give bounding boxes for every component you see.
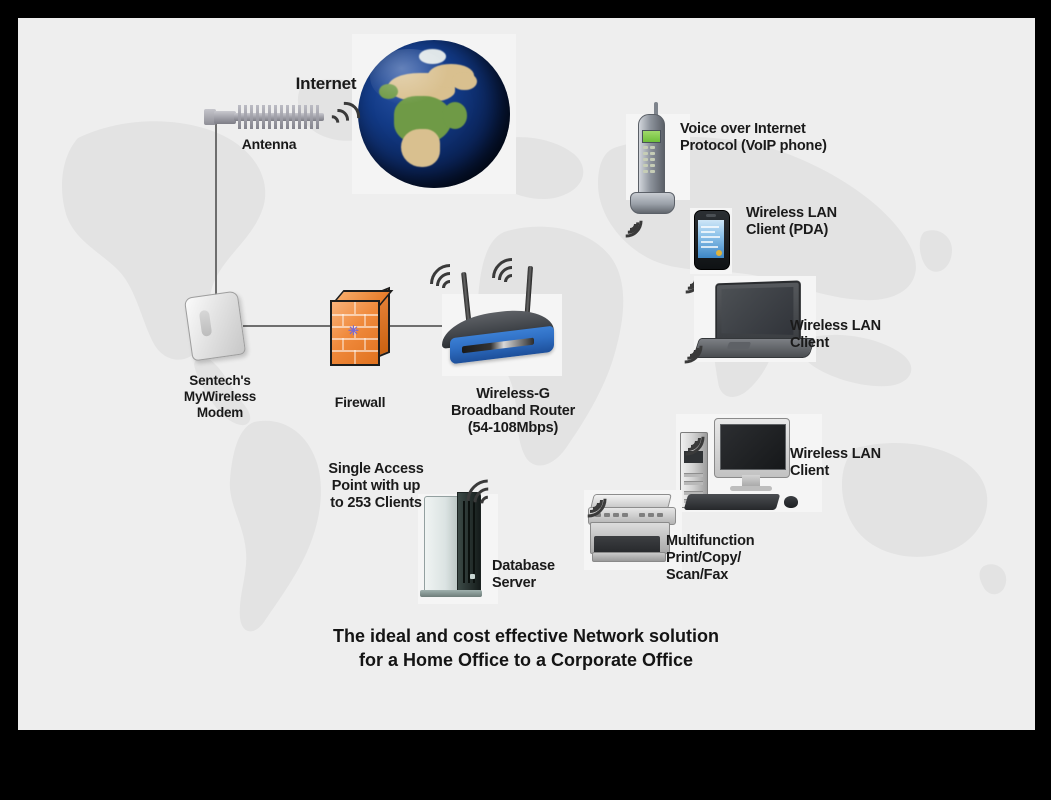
wireless-modem-icon: [183, 290, 247, 362]
firewall-star-icon: ✳: [348, 323, 359, 338]
laptop-signal-icon: [657, 318, 711, 372]
router-signal-right-icon: [483, 249, 541, 307]
diagram-canvas: Internet Antenna: [18, 18, 1035, 730]
multifunction-printer-icon: [588, 494, 680, 566]
voip-phone-icon: [630, 102, 682, 218]
label-server: Database Server: [492, 558, 555, 592]
label-pda: Wireless LAN Client (PDA): [746, 205, 837, 239]
globe-icon: [358, 40, 510, 188]
antenna-icon: [204, 100, 334, 136]
label-desktop: Wireless LAN Client: [790, 446, 881, 480]
label-router: Wireless-G Broadband Router (54-108Mbps): [450, 386, 576, 437]
printer-signal-icon: [559, 470, 615, 526]
label-antenna: Antenna: [241, 136, 297, 152]
pda-icon: [694, 210, 730, 272]
firewall-icon: ✳: [324, 286, 394, 368]
router-signal-left-icon: [421, 255, 479, 313]
database-server-icon: [420, 492, 486, 600]
diagram-caption: The ideal and cost effective Network sol…: [332, 626, 720, 671]
wire-firewall-to-router: [390, 325, 460, 327]
label-printer: Multifunction Print/Copy/ Scan/Fax: [666, 533, 755, 584]
label-modem: Sentech's MyWireless Modem: [183, 373, 257, 420]
label-access-point-note: Single Access Point with up to 253 Clien…: [328, 461, 424, 512]
antenna-signal-icon: [314, 94, 368, 148]
label-voip: Voice over Internet Protocol (VoIP phone…: [680, 121, 827, 155]
label-firewall: Firewall: [334, 394, 386, 410]
wire-modem-to-firewall: [243, 325, 346, 327]
desktop-signal-icon: [657, 408, 713, 464]
desktop-pc-icon: [680, 418, 820, 514]
label-internet: Internet: [295, 74, 357, 93]
voip-signal-icon: [600, 195, 650, 245]
wire-antenna-to-modem: [215, 118, 217, 310]
label-laptop: Wireless LAN Client: [790, 318, 881, 352]
server-signal-icon: [458, 471, 516, 529]
